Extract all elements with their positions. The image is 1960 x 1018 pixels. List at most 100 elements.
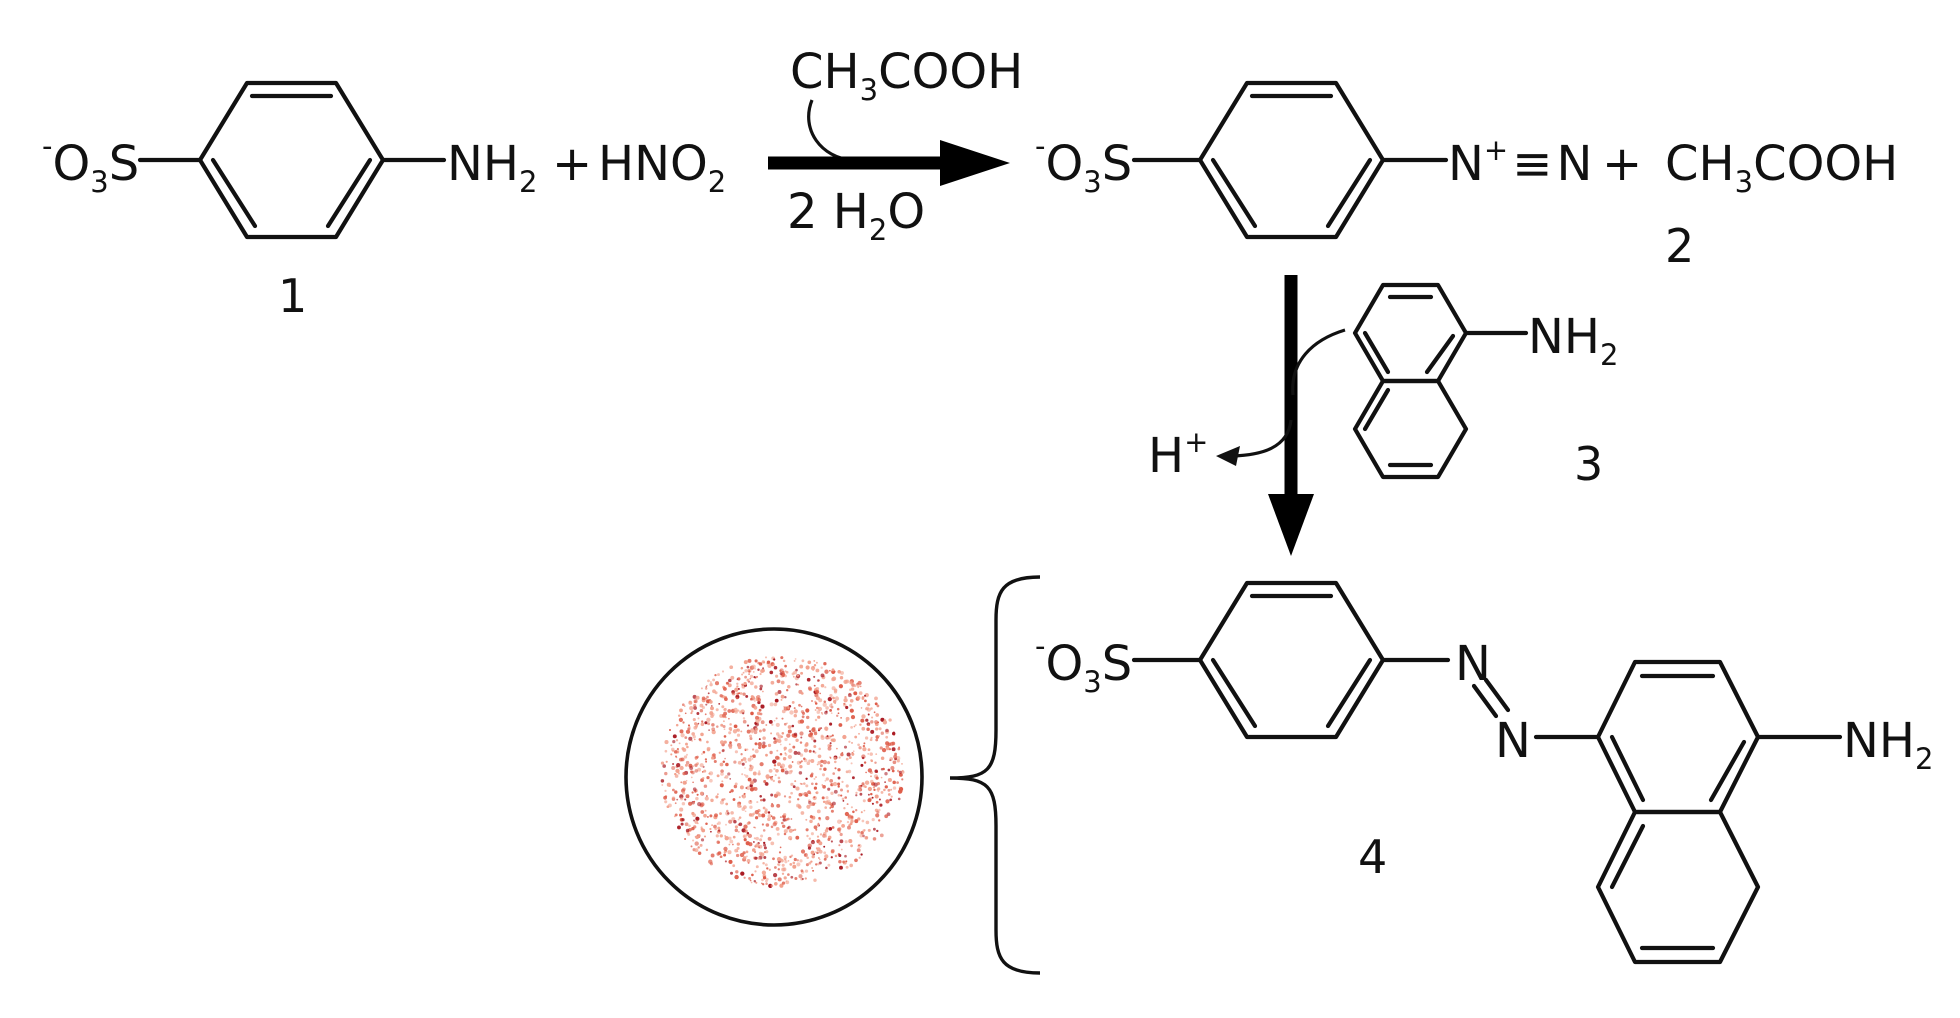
nanoparticle-speck [746, 832, 750, 835]
nanoparticle-speck [829, 742, 832, 745]
arrow1-head [940, 140, 1010, 186]
nanoparticle-speck [761, 668, 765, 673]
nanoparticle-speck [729, 741, 732, 744]
nanoparticle-speck [820, 666, 823, 669]
nanoparticle-speck [901, 763, 903, 765]
nanoparticle-speck [694, 848, 699, 853]
nanoparticle-speck [736, 682, 739, 685]
nanoparticle-speck [833, 760, 837, 764]
nanoparticle-speck [790, 791, 793, 795]
nanoparticle-speck [864, 694, 866, 697]
nanoparticle-speck [874, 720, 879, 724]
nanoparticle-speck [761, 870, 767, 875]
nanoparticle-speck [694, 841, 699, 846]
nanoparticle-speck [758, 770, 761, 773]
nanoparticle-speck [810, 759, 815, 763]
nanoparticle-speck [889, 741, 894, 746]
nanoparticle-speck [768, 868, 771, 871]
nanoparticle-speck [819, 692, 822, 695]
nanoparticle-speck [824, 686, 827, 689]
nanoparticle-speck [816, 710, 821, 714]
nanoparticle-speck [748, 670, 751, 673]
nanoparticle-speck [850, 762, 853, 765]
nanoparticle-speck [664, 800, 668, 804]
nanoparticle-speck [740, 871, 745, 876]
nanoparticle-speck [704, 796, 709, 801]
nanoparticle-speck [743, 681, 747, 686]
nanoparticle-speck [716, 774, 720, 778]
nanoparticle-speck [706, 695, 709, 699]
nanoparticle-speck [877, 790, 880, 793]
nanoparticle-speck [816, 763, 819, 766]
nanoparticle-speck [709, 681, 712, 684]
nanoparticle-speck [671, 766, 676, 770]
nanoparticle-speck [829, 779, 834, 783]
nanoparticle-speck [773, 740, 777, 745]
nanoparticle-speck [811, 727, 816, 733]
nanoparticle-speck [765, 882, 768, 885]
nanoparticle-speck [720, 772, 724, 776]
nanoparticle-speck [687, 832, 691, 836]
nanoparticle-speck [773, 767, 776, 771]
nanoparticle-speck [832, 696, 835, 700]
nanoparticle-speck [697, 834, 701, 838]
nanoparticle-speck [890, 766, 895, 770]
nanoparticle-speck [717, 673, 720, 677]
nanoparticle-speck [851, 776, 855, 780]
nanoparticle-speck [723, 740, 727, 744]
nanoparticle-speck [837, 819, 842, 824]
nanoparticle-speck [796, 859, 799, 862]
nanoparticle-speck [793, 750, 798, 755]
nanoparticle-speck [850, 815, 854, 819]
nanoparticle-speck [762, 728, 766, 732]
nanoparticle-speck [722, 760, 726, 763]
nanoparticle-speck [844, 796, 848, 799]
nanoparticle-speck [825, 729, 828, 732]
nanoparticle-speck [723, 708, 726, 711]
azo-amine-label: NH2 [1843, 713, 1933, 776]
nanoparticle-speck [876, 788, 879, 791]
nanoparticle-speck [858, 785, 862, 789]
nanoparticle-speck [734, 739, 737, 742]
nanoparticle-speck [859, 685, 862, 688]
arrow1-curved-branch [807, 99, 853, 162]
nanoparticle-speck [703, 769, 707, 773]
nanoparticle-speck [679, 765, 684, 771]
nanoparticle-speck [712, 753, 716, 757]
nanoparticle-speck [779, 846, 782, 849]
nanoparticle-speck [697, 801, 702, 807]
nanoparticle-speck [737, 803, 740, 806]
nanoparticle-speck [717, 851, 722, 855]
nanoparticle-speck [721, 749, 725, 753]
nanoparticle-speck [765, 879, 768, 883]
nanoparticle-speck [774, 692, 779, 696]
nanoparticle-speck [803, 757, 806, 760]
nanoparticle-speck [830, 856, 833, 859]
nanoparticle-speck [779, 816, 782, 819]
nanoparticle-speck [807, 790, 811, 794]
nanoparticle-speck [892, 780, 896, 785]
nanoparticle-speck [778, 851, 782, 854]
azo-sulfonate-label: -O3S [1035, 629, 1132, 699]
nanoparticle-speck [710, 714, 714, 719]
nanoparticle-speck [787, 729, 792, 734]
nanoparticle-speck [793, 732, 798, 736]
nanoparticle-speck [730, 699, 735, 703]
nanoparticle-speck [823, 700, 827, 704]
nanoparticle-speck [700, 687, 703, 690]
nanoparticle-speck [761, 878, 764, 882]
nanoparticle-speck [773, 873, 778, 878]
nanoparticle-speck [756, 694, 761, 699]
nanoparticle-speck [759, 838, 763, 842]
nanoparticle-speck [844, 811, 850, 817]
nanoparticle-speck [795, 835, 800, 840]
nanoparticle-speck [732, 843, 734, 846]
nanoparticle-speck [833, 688, 838, 692]
nanoparticle-speck [780, 656, 784, 660]
nanoparticle-speck [723, 735, 727, 738]
nanoparticle-speck [777, 738, 782, 744]
nanoparticle-speck [874, 769, 878, 773]
nanoparticle-speck [690, 712, 693, 715]
nanoparticle-speck [769, 670, 774, 675]
